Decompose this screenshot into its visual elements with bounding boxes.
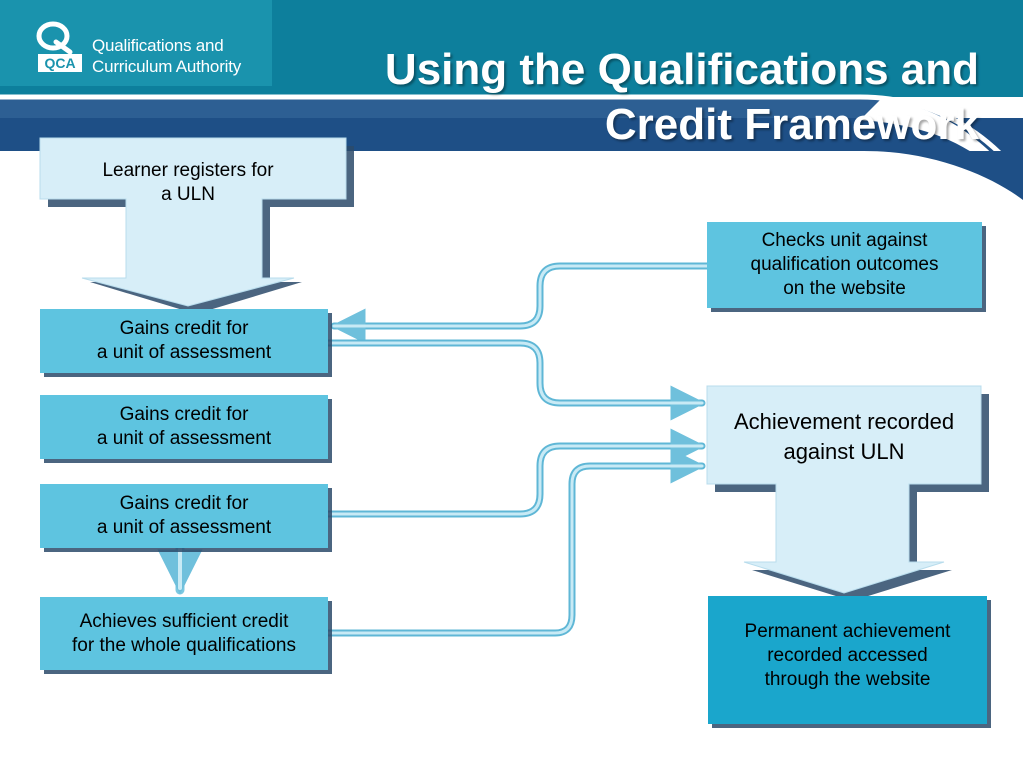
connector-credit1-to-recorded — [324, 339, 706, 421]
title-line-2: Credit Framework — [604, 100, 979, 149]
node-gains-credit-1-line-2: a unit of assessment — [96, 342, 272, 363]
node-gains-credit-3-line-2: a unit of assessment — [96, 517, 272, 538]
node-achieves-sufficient-line-1: Achieves sufficient credit — [79, 610, 289, 632]
node-learner-registers: Learner registers for a ULN — [40, 150, 336, 216]
node-gains-credit-3-line-1: Gains credit for — [119, 493, 249, 514]
connector-credit3-to-recorded — [324, 428, 706, 518]
connector-checks-to-credit1 — [330, 262, 712, 344]
box-shapes — [40, 222, 991, 728]
title-line-1: Using the Qualifications and — [384, 45, 979, 94]
node-achievement-recorded-line-1: Achievement recorded — [733, 409, 955, 434]
connector-sufficient-to-recorded — [324, 448, 706, 637]
logo-line-2: Curriculum Authority — [92, 57, 242, 76]
connector-lines — [157, 262, 712, 637]
node-learner-registers-line-2: a ULN — [161, 184, 215, 205]
register-arrow-shape — [39, 137, 354, 314]
node-checks-unit: Checks unit against qualification outcom… — [707, 222, 982, 308]
logo-line-1: Qualifications and — [92, 36, 224, 55]
node-permanent-achievement-line-2: recorded accessed — [767, 645, 928, 666]
node-permanent-achievement-line-1: Permanent achievement — [744, 621, 951, 642]
node-permanent-achievement-line-3: through the website — [764, 669, 931, 690]
node-gains-credit-2-line-1: Gains credit for — [119, 404, 249, 425]
node-permanent-achievement: Permanent achievement recorded accessed … — [708, 606, 987, 706]
node-checks-unit-line-3: on the website — [783, 278, 906, 299]
node-gains-credit-3: Gains credit for a unit of assessment — [40, 484, 328, 548]
slide-title: Using the Qualifications and Credit Fram… — [279, 42, 979, 152]
qca-logo-icon: QCA — [36, 21, 82, 72]
qca-logo-text: Qualifications and Curriculum Authority — [92, 35, 241, 77]
node-learner-registers-line-1: Learner registers for — [102, 160, 274, 181]
qca-logo-panel: QCA Qualifications and Curriculum Author… — [0, 0, 272, 86]
node-checks-unit-line-2: qualification outcomes — [750, 254, 939, 275]
node-achievement-recorded: Achievement recorded against ULN — [707, 394, 981, 480]
node-gains-credit-1: Gains credit for a unit of assessment — [40, 309, 328, 373]
node-checks-unit-line-1: Checks unit against — [761, 230, 928, 251]
node-achieves-sufficient-line-2: for the whole qualifications — [72, 634, 296, 656]
recorded-arrow-shape — [706, 385, 989, 601]
node-achievement-recorded-line-2: against ULN — [783, 439, 905, 464]
node-achieves-sufficient: Achieves sufficient credit for the whole… — [40, 597, 328, 670]
node-gains-credit-2-line-2: a unit of assessment — [96, 428, 272, 449]
qca-logo-mark-text: QCA — [44, 55, 75, 71]
node-gains-credit-1-line-1: Gains credit for — [119, 318, 249, 339]
node-gains-credit-2: Gains credit for a unit of assessment — [40, 395, 328, 459]
